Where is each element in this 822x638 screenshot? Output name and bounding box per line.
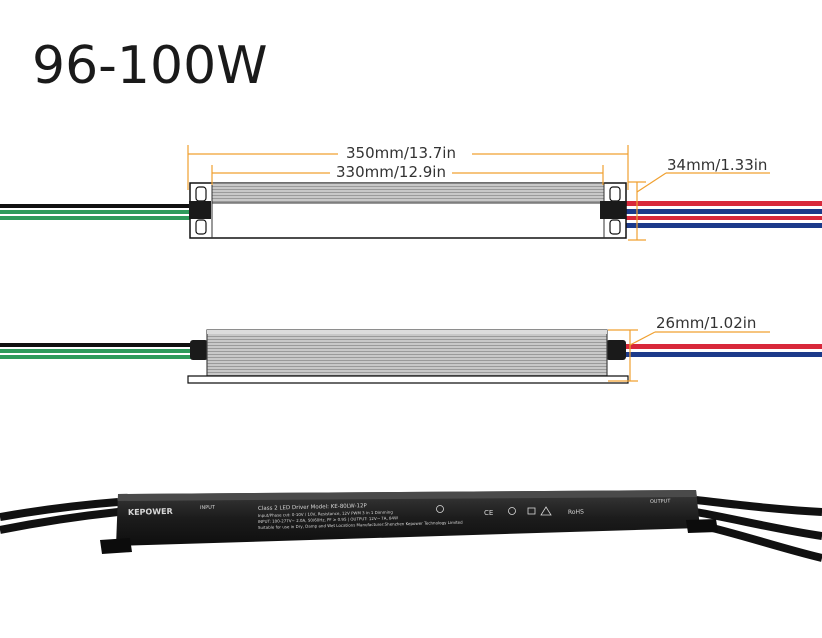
mounting-tabs-top <box>189 186 626 235</box>
ce-mark-icon: CE <box>484 509 493 517</box>
label-line-1: Class 2 LED Driver Model: KE-80LW-12P <box>258 503 368 512</box>
width-label: 34mm/1.33in <box>667 156 767 174</box>
triangle-icon <box>540 506 552 516</box>
cert-icon <box>508 507 516 515</box>
total-length-label: 350mm/13.7in <box>346 144 456 162</box>
brand-label: KEPOWER <box>128 507 173 517</box>
dimension-lines-top <box>187 145 770 241</box>
input-header: INPUT <box>200 505 216 511</box>
side-view: 26mm/1.02in <box>0 314 822 384</box>
ul-mark-icon <box>436 505 444 513</box>
left-wires-side <box>0 343 192 359</box>
right-wires-side <box>626 344 822 357</box>
height-label: 26mm/1.02in <box>656 314 756 332</box>
product-photo: KEPOWER INPUT OUTPUT Class 2 LED Driver … <box>0 490 822 562</box>
left-wires-top <box>0 204 190 220</box>
label-line-3: INPUT: 100-277V~ 2.0A, 50/60Hz, PF ≥ 0.9… <box>258 515 398 524</box>
body-length-label: 330mm/12.9in <box>336 163 446 181</box>
page-title: 96-100W <box>32 36 268 96</box>
label-line-4: Suitable for use in Dry, Damp and Wet Lo… <box>258 520 463 530</box>
fcc-icon <box>527 507 536 515</box>
label-line-2: Input/Phase cut: 0-10V / 10V, Resistance… <box>258 509 393 518</box>
dimension-lines-side <box>608 329 770 382</box>
rohs-mark: RoHS <box>568 509 584 516</box>
right-wires-top <box>624 201 822 228</box>
driver-body-side <box>206 329 608 377</box>
top-view: 350mm/13.7in 330mm/12.9in 34mm/1.33in <box>0 144 822 241</box>
output-header: OUTPUT <box>650 498 671 505</box>
